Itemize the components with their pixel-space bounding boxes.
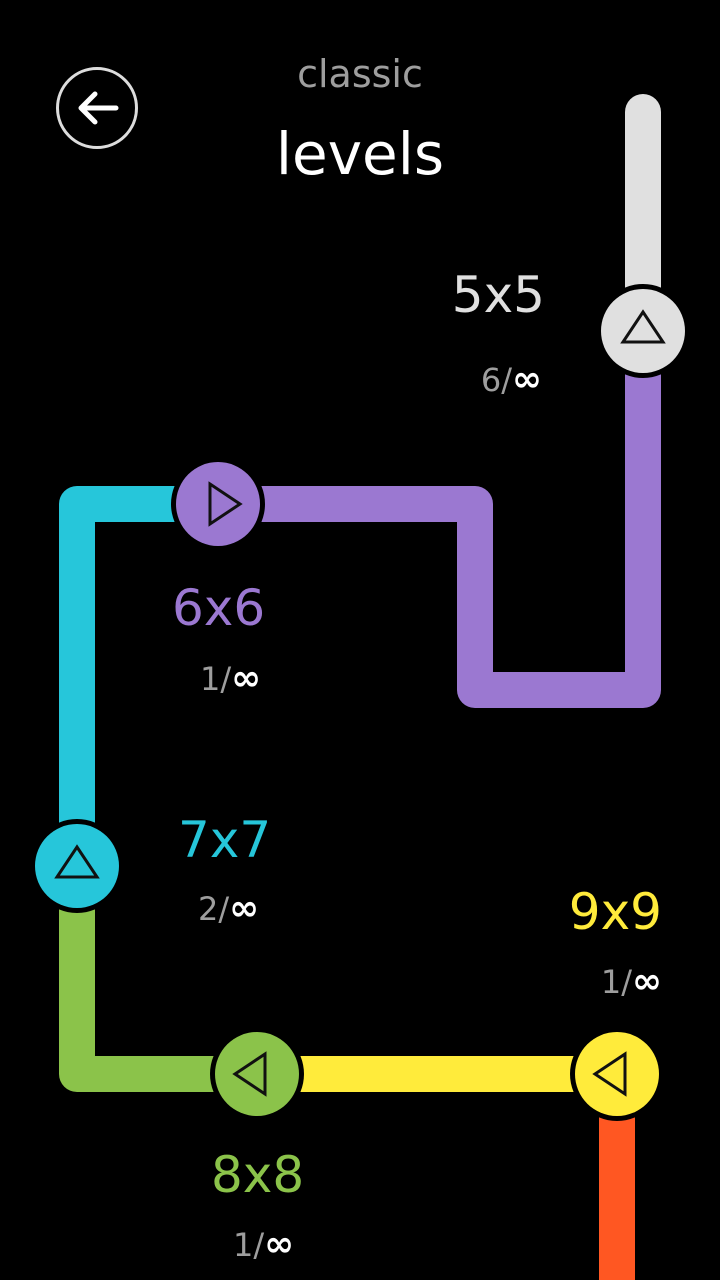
level-node-8x8[interactable] <box>210 1027 304 1121</box>
level-progress-7x7: 2/∞ <box>198 888 260 929</box>
mode-subtitle: classic <box>297 52 423 96</box>
back-button[interactable] <box>56 67 138 149</box>
level-label-7x7: 7x7 <box>178 811 272 869</box>
level-node-7x7[interactable] <box>30 819 124 913</box>
level-label-5x5: 5x5 <box>451 266 545 324</box>
level-progress-9x9: 1/∞ <box>600 961 662 1002</box>
level-label-9x9: 9x9 <box>568 883 662 941</box>
triangle-up-icon <box>54 844 100 879</box>
level-progress-6x6: 1/∞ <box>200 658 262 699</box>
page-title: levels <box>275 120 445 188</box>
level-progress-8x8: 1/∞ <box>233 1224 295 1265</box>
level-label-8x8: 8x8 <box>211 1146 305 1204</box>
level-progress-5x5: 6/∞ <box>480 359 542 400</box>
level-node-6x6[interactable] <box>171 457 265 551</box>
level-node-5x5[interactable] <box>596 284 690 378</box>
path-segment-8x8 <box>59 848 275 1092</box>
triangle-up-icon <box>620 309 666 344</box>
level-node-9x9[interactable] <box>570 1027 664 1121</box>
triangle-right-icon <box>208 481 243 527</box>
level-label-6x6: 6x6 <box>172 579 266 637</box>
triangle-left-icon <box>592 1051 627 1097</box>
triangle-left-icon <box>232 1051 267 1097</box>
arrow-left-icon <box>78 91 119 125</box>
path-segment-6x6 <box>200 313 661 708</box>
